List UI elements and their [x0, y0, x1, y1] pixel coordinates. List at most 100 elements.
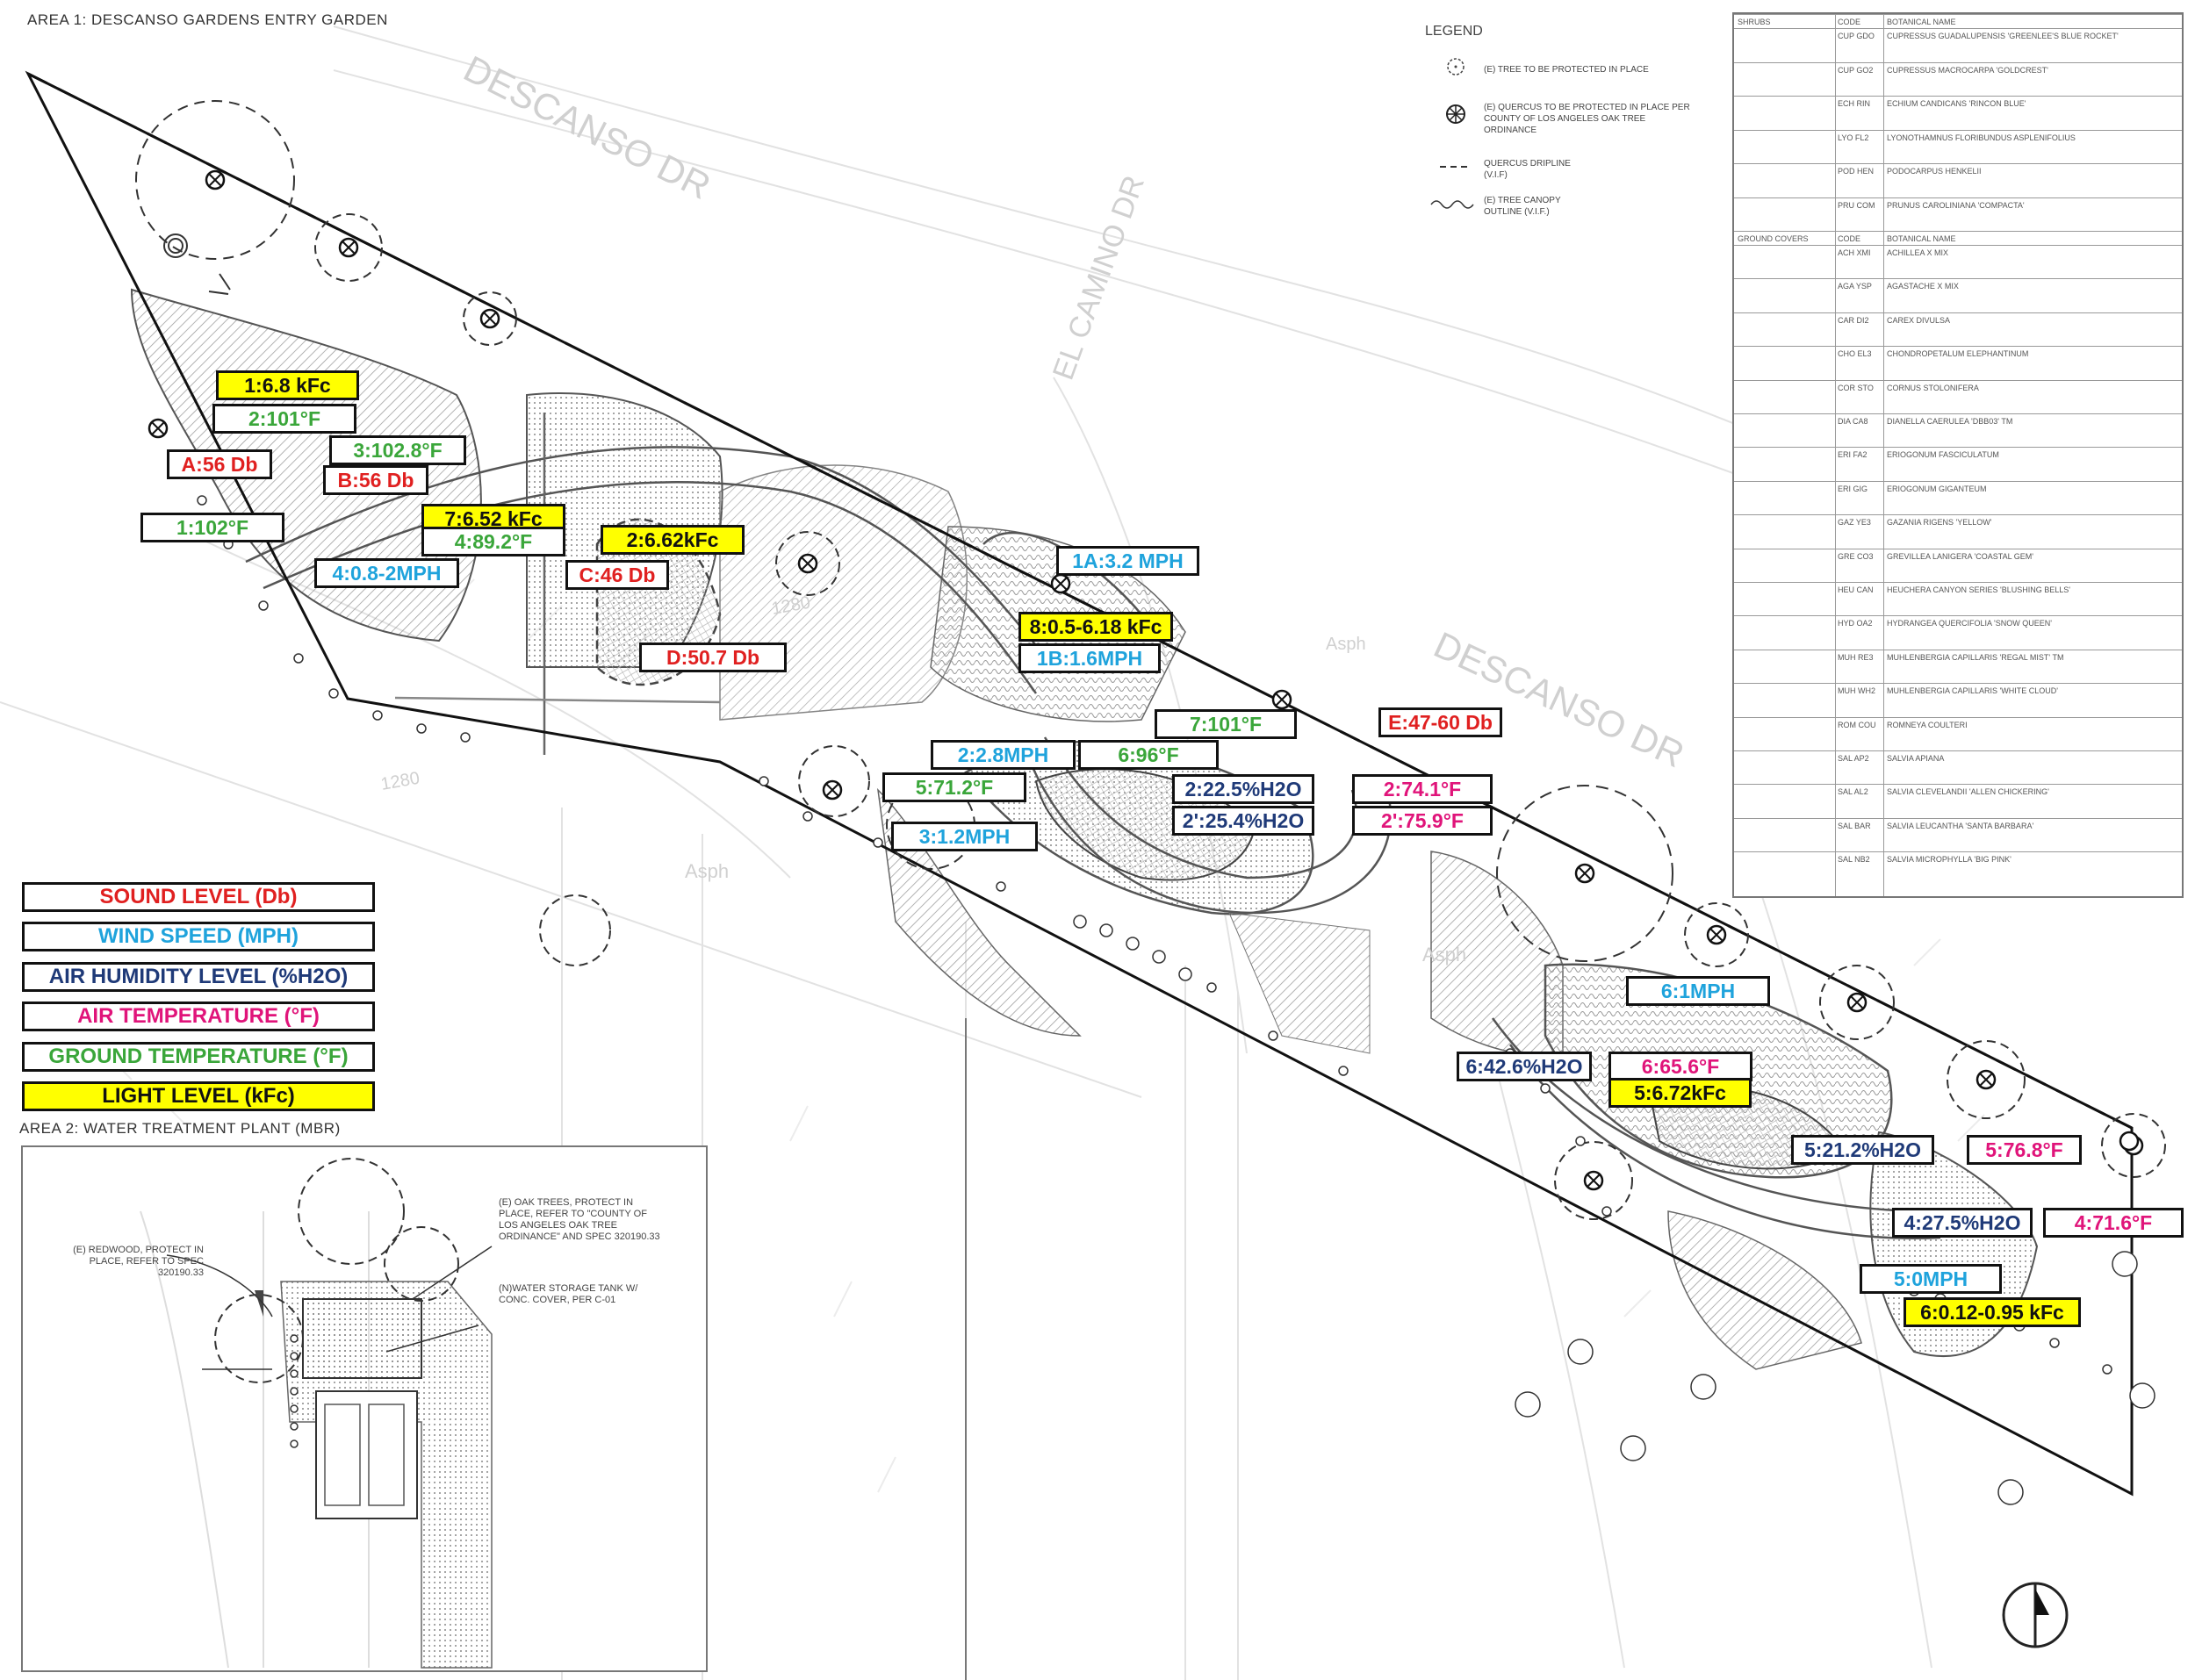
- measurement-label-ground-temp: 3:102.8°F: [329, 435, 466, 465]
- surface-label: Asph: [1326, 635, 1366, 654]
- plant-code: CHO EL3: [1838, 349, 1872, 359]
- redwood-note: (E) REDWOOD, PROTECT IN PLACE, REFER TO …: [73, 1245, 204, 1278]
- plant-name: ACHILLEA X MIX: [1887, 248, 1949, 257]
- measurement-label-humidity: 2:22.5%H2O: [1172, 774, 1314, 804]
- street-label-lower: DESCANSO DR: [1428, 624, 1690, 776]
- measurement-label-ground-temp: 2:101°F: [212, 404, 356, 434]
- plant-name: SALVIA APIANA: [1887, 754, 1945, 763]
- legend-item-dripline: QUERCUS DRIPLINE (V.I.F): [1484, 159, 1571, 180]
- measurement-label-light: 8:0.5-6.18 kFc: [1018, 612, 1173, 642]
- table-row: CAR DI2 CAREX DIVULSA: [1734, 312, 2182, 347]
- plant-name: CORNUS STOLONIFERA: [1887, 383, 1979, 392]
- plant-name: HYDRANGEA QUERCIFOLIA 'SNOW QUEEN': [1887, 619, 2052, 628]
- plant-name: SALVIA CLEVELANDII 'ALLEN CHICKERING': [1887, 787, 2049, 797]
- measurement-label-air-temp: 6:65.6°F: [1608, 1052, 1752, 1081]
- legend-title: LEGEND: [1425, 24, 1483, 39]
- measurement-label-wind: 5:0MPH: [1860, 1264, 2002, 1294]
- table-row: CUP GO2 CUPRESSUS MACROCARPA 'GOLDCREST': [1734, 61, 2182, 97]
- table-header: CODE: [1838, 18, 1861, 26]
- plant-code: AGA YSP: [1838, 282, 1872, 291]
- measurement-label-light: 5:6.72kFc: [1608, 1078, 1752, 1108]
- plant-code: ACH XMI: [1838, 248, 1871, 257]
- measurement-label-light: 6:0.12-0.95 kFc: [1904, 1297, 2081, 1327]
- plant-code: MUH RE3: [1838, 652, 1874, 662]
- table-row: GRE CO3 GREVILLEA LANIGERA 'COASTAL GEM': [1734, 548, 2182, 583]
- table-row: ACH XMI ACHILLEA X MIX: [1734, 245, 2182, 279]
- measurement-label-wind: 3:1.2MPH: [891, 822, 1038, 851]
- plant-name: LYONOTHAMNUS FLORIBUNDUS ASPLENIFOLIUS: [1887, 133, 2076, 142]
- street-label-cross: EL CAMINO DR: [1047, 171, 1151, 384]
- plant-code: CAR DI2: [1838, 315, 1869, 325]
- table-column-divider: [1883, 14, 1884, 896]
- area2-drawing: [140, 1158, 493, 1669]
- plant-code: ERI FA2: [1838, 450, 1868, 460]
- measurement-label-ground-temp: 6:96°F: [1078, 740, 1219, 770]
- measurement-label-humidity: 6:42.6%H2O: [1457, 1052, 1592, 1081]
- surface-label: Asph: [1422, 944, 1466, 966]
- plant-name: GREVILLEA LANIGERA 'COASTAL GEM': [1887, 551, 2033, 561]
- oak-trees-note: (E) OAK TREES, PROTECT IN PLACE, REFER T…: [499, 1197, 660, 1242]
- plant-name: ERIOGONUM GIGANTEUM: [1887, 484, 1987, 493]
- table-header: BOTANICAL NAME: [1887, 234, 1956, 243]
- measurement-label-ground-temp: 1:102°F: [140, 513, 284, 542]
- plant-name: SALVIA MICROPHYLLA 'BIG PINK': [1887, 855, 2011, 865]
- plant-name: CAREX DIVULSA: [1887, 315, 1951, 325]
- plant-name: MUHLENBERGIA CAPILLARIS 'WHITE CLOUD': [1887, 686, 2058, 696]
- key-item-wind: WIND SPEED (MPH): [22, 922, 375, 951]
- plant-code: SAL AP2: [1838, 754, 1869, 763]
- plant-code: GRE CO3: [1838, 551, 1874, 561]
- plant-code: ROM COU: [1838, 720, 1876, 729]
- measurement-label-ground-temp: 4:89.2°F: [421, 527, 565, 556]
- street-label-upper: DESCANSO DR: [457, 47, 717, 207]
- plant-code: MUH WH2: [1838, 686, 1875, 696]
- legend-item-oak: (E) QUERCUS TO BE PROTECTED IN PLACE PER…: [1484, 103, 1690, 135]
- plant-name: PODOCARPUS HENKELII: [1887, 167, 1982, 176]
- plant-code: COR STO: [1838, 383, 1874, 392]
- north-arrow-icon: [2002, 1582, 2069, 1648]
- area1-title: AREA 1: DESCANSO GARDENS ENTRY GARDEN: [27, 11, 388, 28]
- table-row: SAL AL2 SALVIA CLEVELANDII 'ALLEN CHICKER…: [1734, 784, 2182, 818]
- walkways: [245, 413, 1941, 1680]
- key-item-humidity: AIR HUMIDITY LEVEL (%H2O): [22, 962, 375, 992]
- plant-code: CUP GO2: [1838, 65, 1874, 75]
- plant-name: CUPRESSUS GUADALUPENSIS 'GREENLEE'S BLUE…: [1887, 32, 2119, 40]
- measurement-label-wind: 2:2.8MPH: [931, 740, 1076, 770]
- plant-code: SAL AL2: [1838, 787, 1868, 797]
- table-header: SHRUBS: [1738, 18, 1771, 26]
- plant-name: DIANELLA CAERULEA 'DBB03' TM: [1887, 417, 2013, 426]
- key-item-ground-temp: GROUND TEMPERATURE (°F): [22, 1042, 375, 1072]
- measurement-label-light: 1:6.8 kFc: [216, 370, 359, 400]
- table-row: SAL AP2 SALVIA APIANA: [1734, 750, 2182, 785]
- table-row: COR STO CORNUS STOLONIFERA: [1734, 379, 2182, 414]
- measurement-label-air-temp: 4:71.6°F: [2043, 1208, 2184, 1238]
- plant-code: POD HEN: [1838, 167, 1875, 176]
- table-header: CODE: [1838, 234, 1861, 243]
- elevation-label: 1280: [379, 769, 421, 794]
- plant-code: DIA CA8: [1838, 417, 1868, 426]
- legend-item-canopy: (E) TREE CANOPY OUTLINE (V.I.F.): [1484, 196, 1561, 217]
- water-tank-note: (N)WATER STORAGE TANK W/ CONC. COVER, PE…: [499, 1283, 638, 1305]
- measurement-label-humidity: 5:21.2%H2O: [1791, 1135, 1934, 1165]
- plant-name: SALVIA LEUCANTHA 'SANTA BARBARA': [1887, 821, 2034, 830]
- table-row: MUH WH2 MUHLENBERGIA CAPILLARIS 'WHITE CL…: [1734, 683, 2182, 717]
- plant-name: CUPRESSUS MACROCARPA 'GOLDCREST': [1887, 65, 2048, 75]
- measurement-label-air-temp: 2':75.9°F: [1352, 806, 1493, 836]
- plant-name: MUHLENBERGIA CAPILLARIS 'REGAL MIST' TM: [1887, 652, 2064, 662]
- measurement-label-air-temp: 5:76.8°F: [1967, 1135, 2082, 1165]
- plant-name: GAZANIA RIGENS 'YELLOW': [1887, 518, 1992, 528]
- key-item-air-temp: AIR TEMPERATURE (°F): [22, 1002, 375, 1031]
- plant-name: ECHIUM CANDICANS 'RINCON BLUE': [1887, 99, 2026, 108]
- plant-code: SAL BAR: [1838, 821, 1871, 830]
- measurement-label-wind: 1A:3.2 MPH: [1056, 546, 1199, 576]
- table-row: POD HEN PODOCARPUS HENKELII: [1734, 163, 2182, 197]
